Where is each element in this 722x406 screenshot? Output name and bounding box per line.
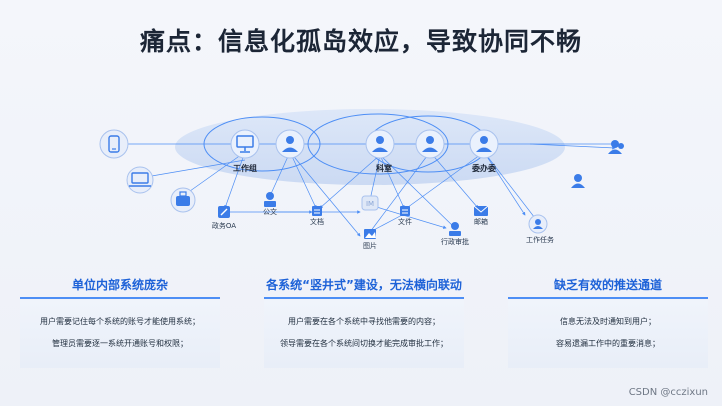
group-label-3: 委办委: [471, 163, 497, 173]
gongwen-item-icon: [264, 192, 276, 207]
user-node-3: [415, 129, 445, 159]
panel-2-box: 用户需要在各个系统中寻找他需要的内容； 领导需要在各个系统间切换才能完成审批工作…: [264, 300, 464, 368]
panel-1-line-2: 管理员需要逐一系统开通账号和权限；: [52, 339, 188, 348]
monitor-node: [230, 129, 260, 159]
item-label-file: 文件: [398, 217, 412, 226]
user-standalone-node: [571, 174, 585, 188]
doc-item-icon-1: [312, 206, 322, 216]
item-label-image: 图片: [363, 241, 377, 250]
item-label-review: 行政审批: [441, 237, 469, 246]
panel-3-line-1: 信息无法及时通知到用户；: [560, 317, 656, 326]
user-node-1: [275, 129, 305, 159]
panel-2-title: 各系统“竖井式”建设，无法横向联动: [266, 278, 462, 292]
item-label-im: IM: [366, 200, 374, 208]
email-item-icon: [473, 205, 489, 216]
item-label-email: 邮箱: [474, 217, 488, 226]
panel-3-divider: [508, 297, 708, 299]
briefcase-node: [170, 187, 196, 213]
user-group-node: [608, 140, 624, 154]
user-node-4: [469, 129, 499, 159]
oa-item-icon: [218, 206, 230, 218]
item-label-doc1: 文档: [310, 217, 324, 226]
item-label-gongwen: 公文: [263, 207, 277, 216]
panel-2-line-1: 用户需要在各个系统中寻找他需要的内容；: [288, 317, 440, 326]
watermark: CSDN @cczixun: [628, 387, 708, 398]
panel-2-line-2: 领导需要在各个系统间切换才能完成审批工作；: [280, 339, 448, 348]
image-item-icon: [364, 229, 376, 239]
im-item-icon: [361, 195, 379, 211]
item-label-oa: 政务OA: [212, 221, 236, 230]
group-label-1: 工作组: [233, 163, 257, 173]
panel-3-line-2: 容易遗漏工作中的重要消息；: [556, 339, 660, 348]
panel-3-title: 缺乏有效的推送通道: [553, 278, 662, 292]
panel-1-title: 单位内部系统庞杂: [71, 278, 168, 292]
panel-2-divider: [264, 297, 464, 299]
task-item-icon: [528, 214, 548, 234]
item-label-task: 工作任务: [526, 235, 554, 244]
laptop-node: [126, 166, 154, 194]
panel-1-divider: [20, 297, 220, 299]
review-item-icon: [449, 222, 461, 236]
panel-3-box: 信息无法及时通知到用户； 容易遗漏工作中的重要消息；: [508, 300, 708, 368]
page-title: 痛点：信息化孤岛效应，导致协同不畅: [139, 27, 582, 56]
phone-node: [99, 129, 129, 159]
network-diagram: 工作组 科室 委办委 政务OA 公文 文档 IM: [99, 109, 624, 250]
user-node-2: [365, 129, 395, 159]
group-label-2: 科室: [376, 163, 392, 173]
panel-1-box: 用户需要记住每个系统的账号才能使用系统； 管理员需要逐一系统开通账号和权限；: [20, 300, 220, 368]
panel-1-line-1: 用户需要记住每个系统的账号才能使用系统；: [40, 317, 200, 326]
file-item-icon: [400, 206, 410, 216]
